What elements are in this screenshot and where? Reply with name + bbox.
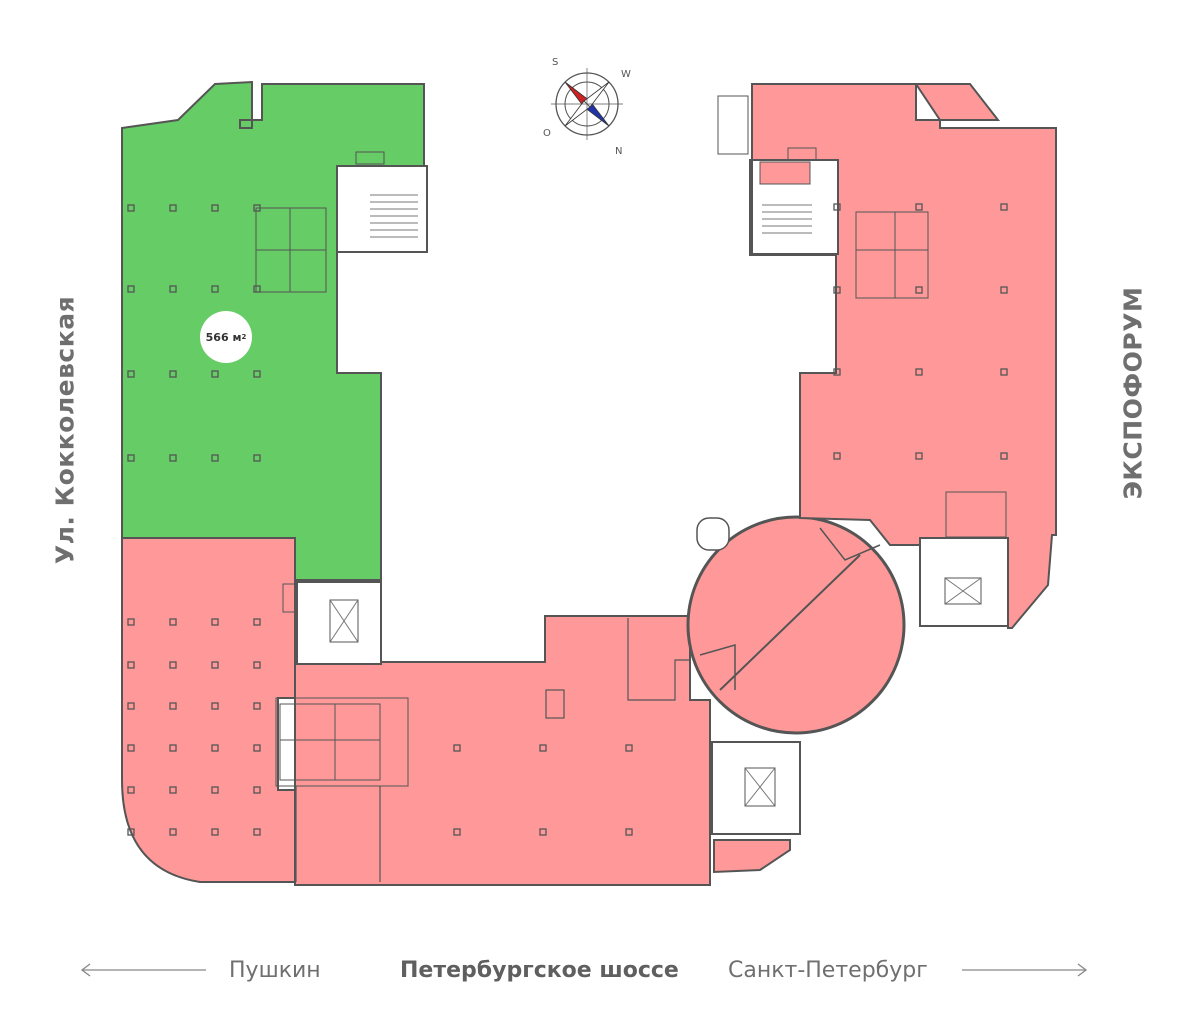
column [169, 370, 177, 378]
stair-core-top-left [336, 151, 428, 253]
column [211, 204, 219, 212]
stair-core-top-right [717, 95, 839, 255]
direction-pushkin: Пушкин [229, 958, 321, 983]
column [253, 786, 261, 794]
column [833, 286, 841, 294]
column [625, 744, 633, 752]
stair-core-right-mid [919, 491, 1009, 627]
column [1000, 368, 1008, 376]
column [127, 370, 135, 378]
column [211, 828, 219, 836]
stair-core-left-mid [282, 581, 382, 665]
column [833, 452, 841, 460]
column [127, 285, 135, 293]
column [1000, 203, 1008, 211]
street-label-kokkolevskaya: Ул. Кокколевская [50, 295, 80, 565]
column [211, 285, 219, 293]
compass-w: W [621, 69, 631, 80]
column [253, 285, 261, 293]
column [169, 661, 177, 669]
column [453, 744, 461, 752]
column [127, 744, 135, 752]
compass-o: O [543, 128, 551, 139]
column [833, 203, 841, 211]
column [453, 828, 461, 836]
column [169, 702, 177, 710]
column [253, 744, 261, 752]
column [169, 744, 177, 752]
column [539, 744, 547, 752]
unit-occupied-rotunda[interactable] [686, 515, 906, 735]
column [127, 702, 135, 710]
interior-partitions [295, 618, 690, 882]
structural-columns [127, 203, 1008, 836]
compass-rose: S W O N [543, 57, 631, 157]
column [211, 370, 219, 378]
column [127, 204, 135, 212]
column [127, 786, 135, 794]
restroom-block-bottom-left [275, 697, 409, 787]
area-value: 566 м [205, 330, 242, 344]
column [169, 828, 177, 836]
stair-core-bottom-right [696, 517, 801, 835]
column [915, 203, 923, 211]
column [211, 702, 219, 710]
column [625, 828, 633, 836]
column [915, 286, 923, 294]
column [253, 618, 261, 626]
column [253, 454, 261, 462]
compass-s: S [552, 57, 558, 68]
column [253, 661, 261, 669]
column [169, 204, 177, 212]
column [169, 786, 177, 794]
unit-occupied-left-lower[interactable] [121, 537, 296, 883]
column [1000, 452, 1008, 460]
column [211, 618, 219, 626]
column [127, 618, 135, 626]
column [211, 744, 219, 752]
direction-saint-petersburg: Санкт-Петербург [728, 958, 928, 983]
column [253, 702, 261, 710]
column [127, 828, 135, 836]
column [253, 204, 261, 212]
restroom-block-right [855, 211, 929, 299]
column [211, 661, 219, 669]
column [915, 368, 923, 376]
column [833, 368, 841, 376]
unit-occupied-bottom-right[interactable] [713, 839, 791, 874]
column [169, 454, 177, 462]
column [253, 370, 261, 378]
column [253, 828, 261, 836]
street-label-expoforum: ЭКСПОФОРУМ [1118, 286, 1148, 500]
area-unit-sup: 2 [241, 333, 247, 341]
column [127, 661, 135, 669]
highway-name: Петербургское шоссе [400, 958, 679, 983]
column [915, 452, 923, 460]
unit-available-566[interactable] [121, 80, 425, 581]
arrow-right-icon [962, 963, 1088, 977]
arrow-left-icon [80, 963, 206, 977]
restroom-block-top-left [255, 207, 327, 293]
column [539, 828, 547, 836]
column [211, 454, 219, 462]
column [211, 786, 219, 794]
column [127, 454, 135, 462]
column [169, 285, 177, 293]
column [1000, 286, 1008, 294]
column [169, 618, 177, 626]
unit-occupied-bottom[interactable] [294, 615, 711, 886]
compass-n: N [615, 146, 622, 157]
